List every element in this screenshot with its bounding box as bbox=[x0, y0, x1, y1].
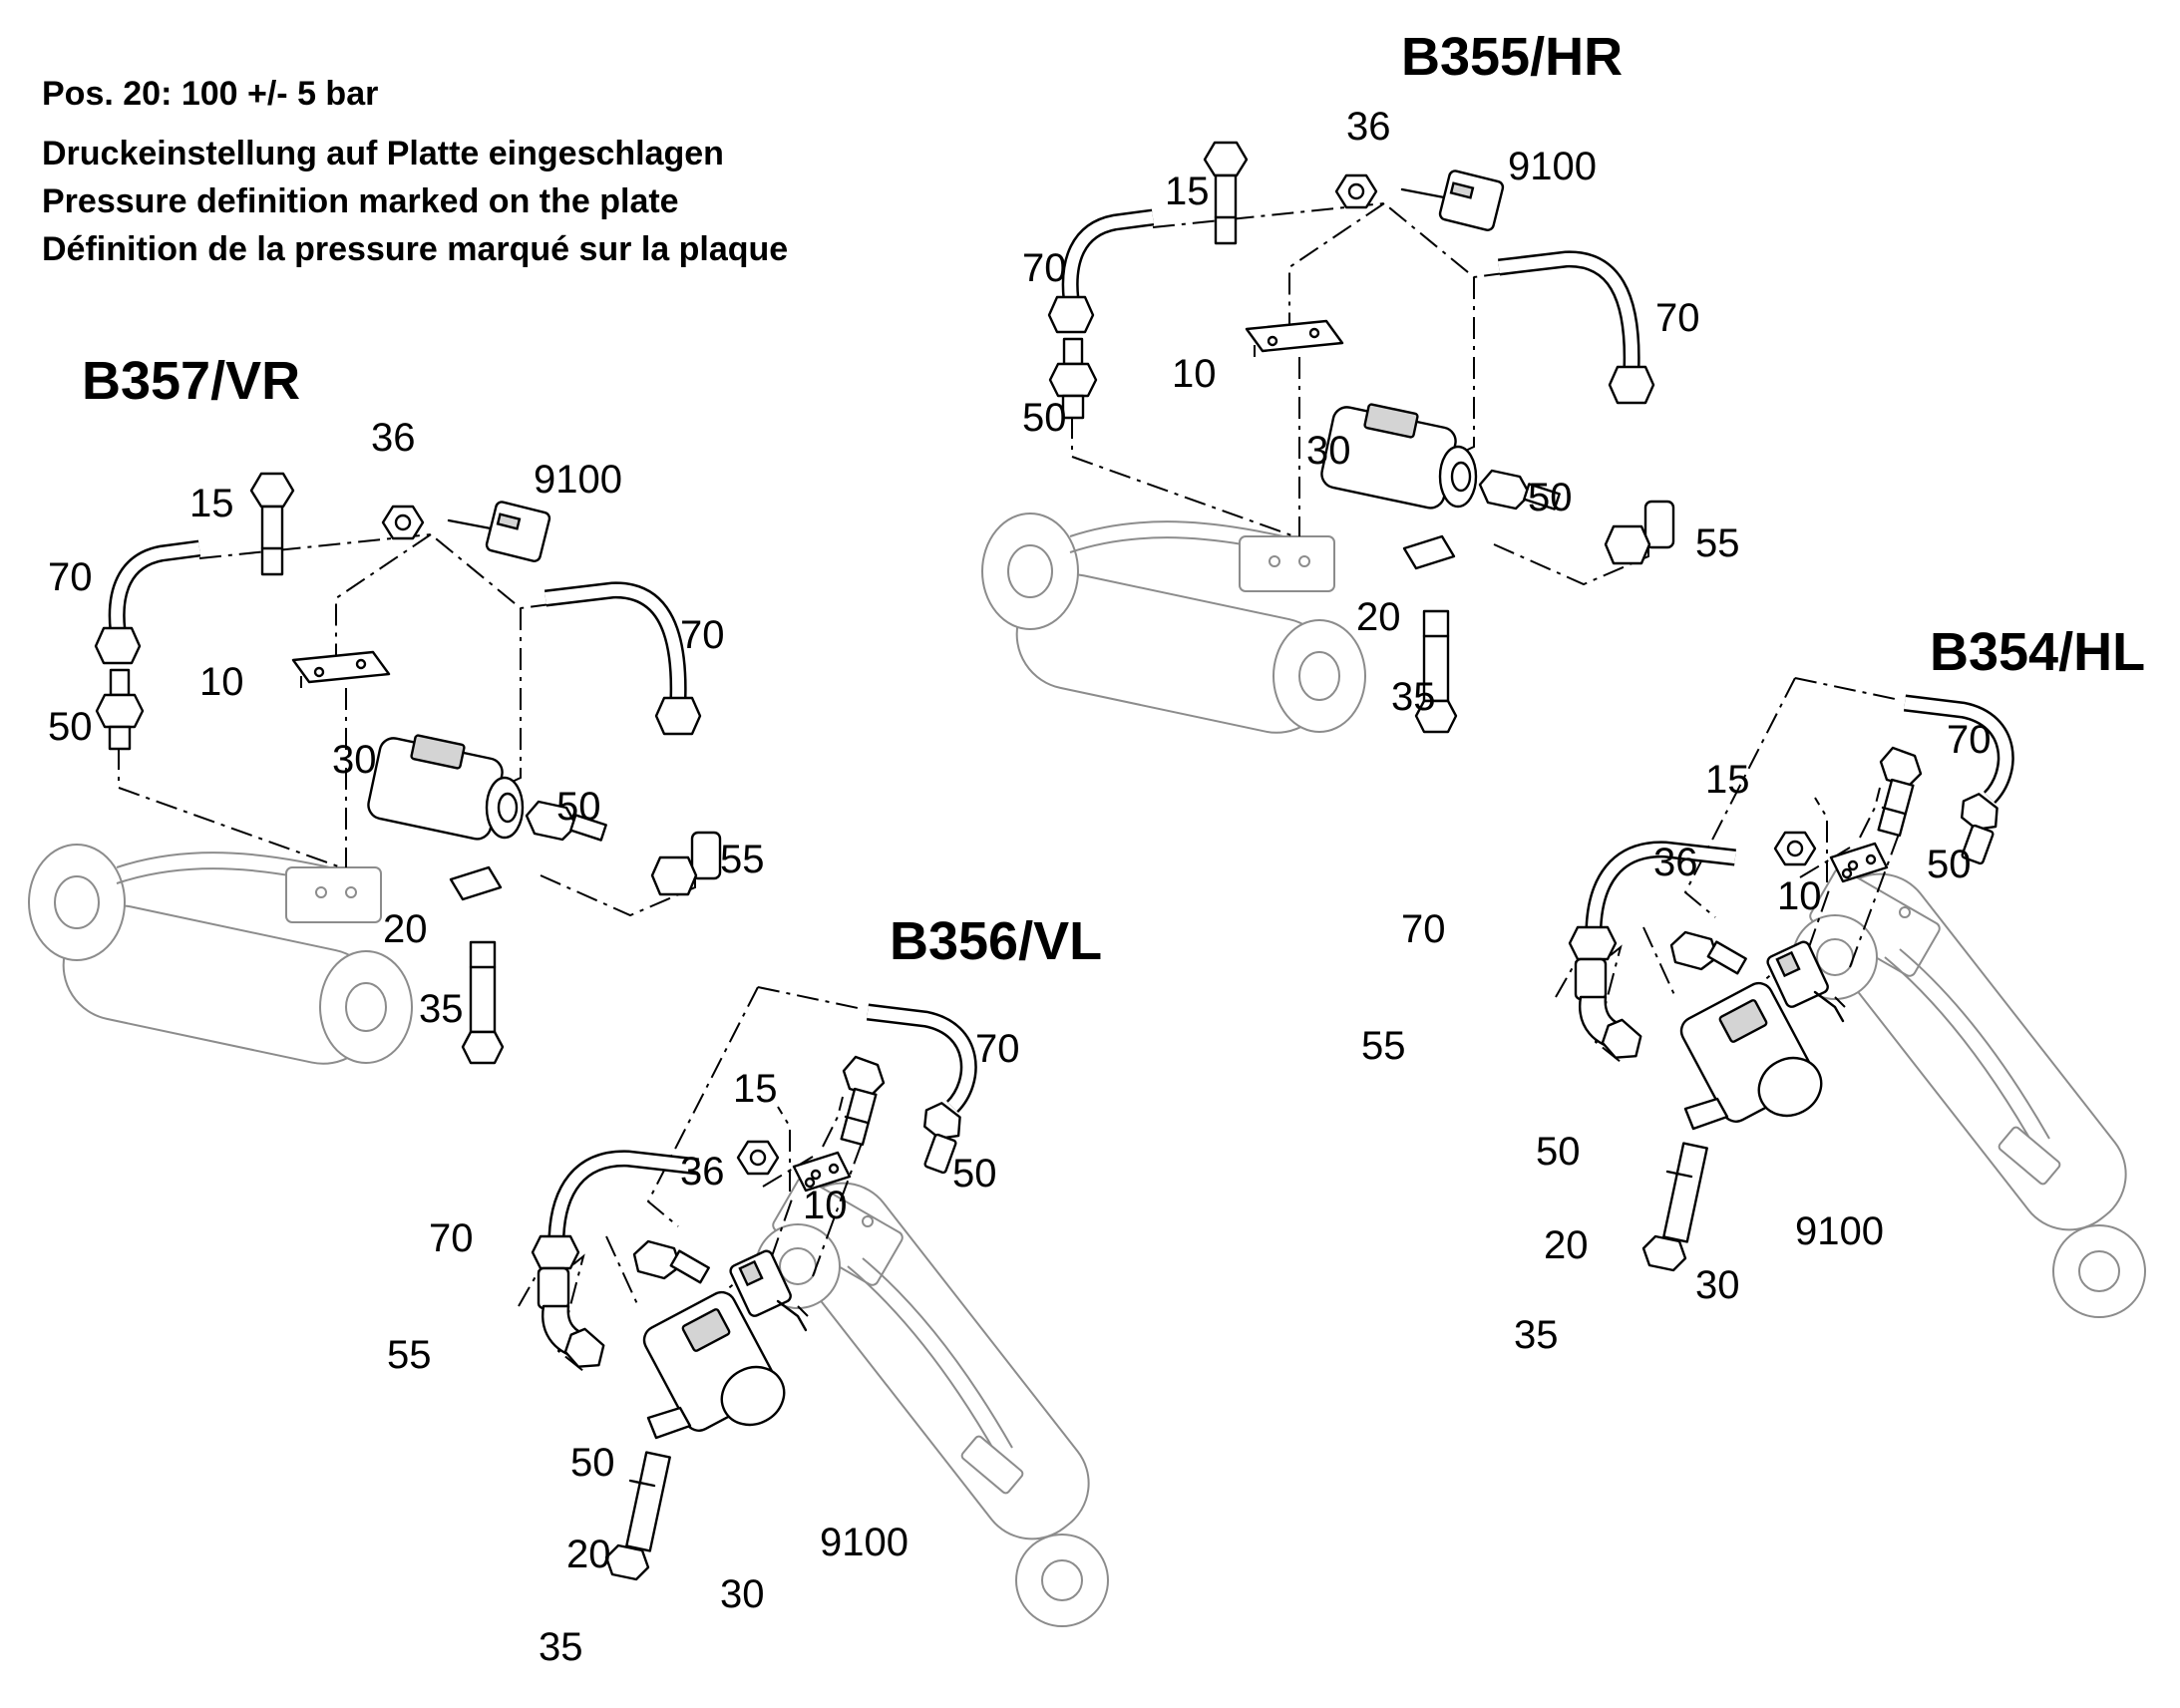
callout-55: 55 bbox=[1695, 521, 1740, 565]
callout-15: 15 bbox=[1165, 170, 1210, 213]
callout-70-top: 70 bbox=[975, 1027, 1020, 1071]
callout-15: 15 bbox=[733, 1067, 778, 1111]
callout-50-right: 50 bbox=[1528, 476, 1573, 519]
callout-36: 36 bbox=[680, 1150, 725, 1194]
callout-55: 55 bbox=[387, 1333, 432, 1377]
callout-36: 36 bbox=[1346, 105, 1391, 149]
callout-70-left: 70 bbox=[1022, 246, 1067, 290]
callout-9100: 9100 bbox=[534, 458, 622, 502]
callout-15: 15 bbox=[1705, 758, 1750, 802]
callout-9100: 9100 bbox=[1795, 1209, 1884, 1253]
callout-9100: 9100 bbox=[820, 1521, 908, 1564]
callout-50-mid: 50 bbox=[570, 1441, 615, 1485]
callout-10: 10 bbox=[1172, 352, 1217, 396]
callout-50-top: 50 bbox=[1927, 843, 1972, 886]
callout-20: 20 bbox=[383, 907, 428, 951]
callout-70-left: 70 bbox=[1401, 907, 1446, 951]
callout-50-left: 50 bbox=[1022, 396, 1067, 440]
group-title-b356-vl: B356/VL bbox=[890, 911, 1102, 971]
callout-55: 55 bbox=[1361, 1024, 1406, 1068]
callout-10: 10 bbox=[803, 1184, 848, 1227]
callout-30: 30 bbox=[720, 1572, 765, 1616]
assembly-b356-vl: B356/VL 70 15 50 36 10 70 55 50 9100 20 … bbox=[387, 911, 1110, 1669]
callout-35: 35 bbox=[419, 987, 464, 1031]
group-title-b355-hr: B355/HR bbox=[1401, 27, 1623, 87]
callout-36: 36 bbox=[371, 416, 416, 460]
callout-30: 30 bbox=[1306, 429, 1351, 473]
group-title-b357-vr: B357/VR bbox=[82, 351, 300, 411]
assembly-b357-vr: B357/VR 15 36 9100 70 70 10 50 30 50 55 … bbox=[29, 351, 765, 1074]
callout-35: 35 bbox=[539, 1625, 583, 1669]
note-german: Druckeinstellung auf Platte eingeschlage… bbox=[42, 135, 724, 172]
header-notes: Pos. 20: 100 +/- 5 bar Druckeinstellung … bbox=[42, 70, 788, 273]
callout-70-right: 70 bbox=[680, 613, 725, 657]
group-title-b354-hl: B354/HL bbox=[1930, 622, 2145, 682]
callout-70-right: 70 bbox=[1655, 296, 1700, 340]
parts-drawing-b356-vl bbox=[519, 987, 1110, 1626]
note-english: Pressure definition marked on the plate bbox=[42, 182, 679, 220]
callout-70-top: 70 bbox=[1947, 718, 1992, 762]
callout-50-right: 50 bbox=[556, 785, 601, 829]
note-french: Définition de la pressure marqué sur la … bbox=[42, 230, 789, 268]
callout-20: 20 bbox=[566, 1533, 611, 1576]
pressure-setting: Pos. 20: 100 +/- 5 bar bbox=[42, 75, 379, 113]
callout-55: 55 bbox=[720, 838, 765, 881]
callout-50-left: 50 bbox=[48, 705, 93, 749]
callout-20: 20 bbox=[1544, 1223, 1589, 1267]
callout-10: 10 bbox=[1777, 874, 1822, 918]
assembly-b355-hr: B355/HR 15 36 9100 70 70 10 50 30 50 55 … bbox=[982, 27, 1740, 743]
callout-50-top: 50 bbox=[952, 1152, 997, 1196]
callout-50-mid: 50 bbox=[1536, 1130, 1581, 1174]
callout-20: 20 bbox=[1356, 595, 1401, 639]
callout-10: 10 bbox=[199, 660, 244, 704]
callout-36: 36 bbox=[1653, 841, 1698, 884]
callout-15: 15 bbox=[189, 482, 234, 525]
callout-35: 35 bbox=[1514, 1313, 1559, 1357]
callout-35: 35 bbox=[1391, 675, 1436, 719]
callout-70-left: 70 bbox=[48, 555, 93, 599]
callout-30: 30 bbox=[1695, 1263, 1740, 1307]
callout-30: 30 bbox=[332, 738, 377, 782]
callout-70-left: 70 bbox=[429, 1216, 474, 1260]
callout-9100: 9100 bbox=[1508, 145, 1597, 188]
assembly-b354-hl: B354/HL 70 15 50 36 10 70 55 50 9100 20 … bbox=[1361, 622, 2147, 1357]
